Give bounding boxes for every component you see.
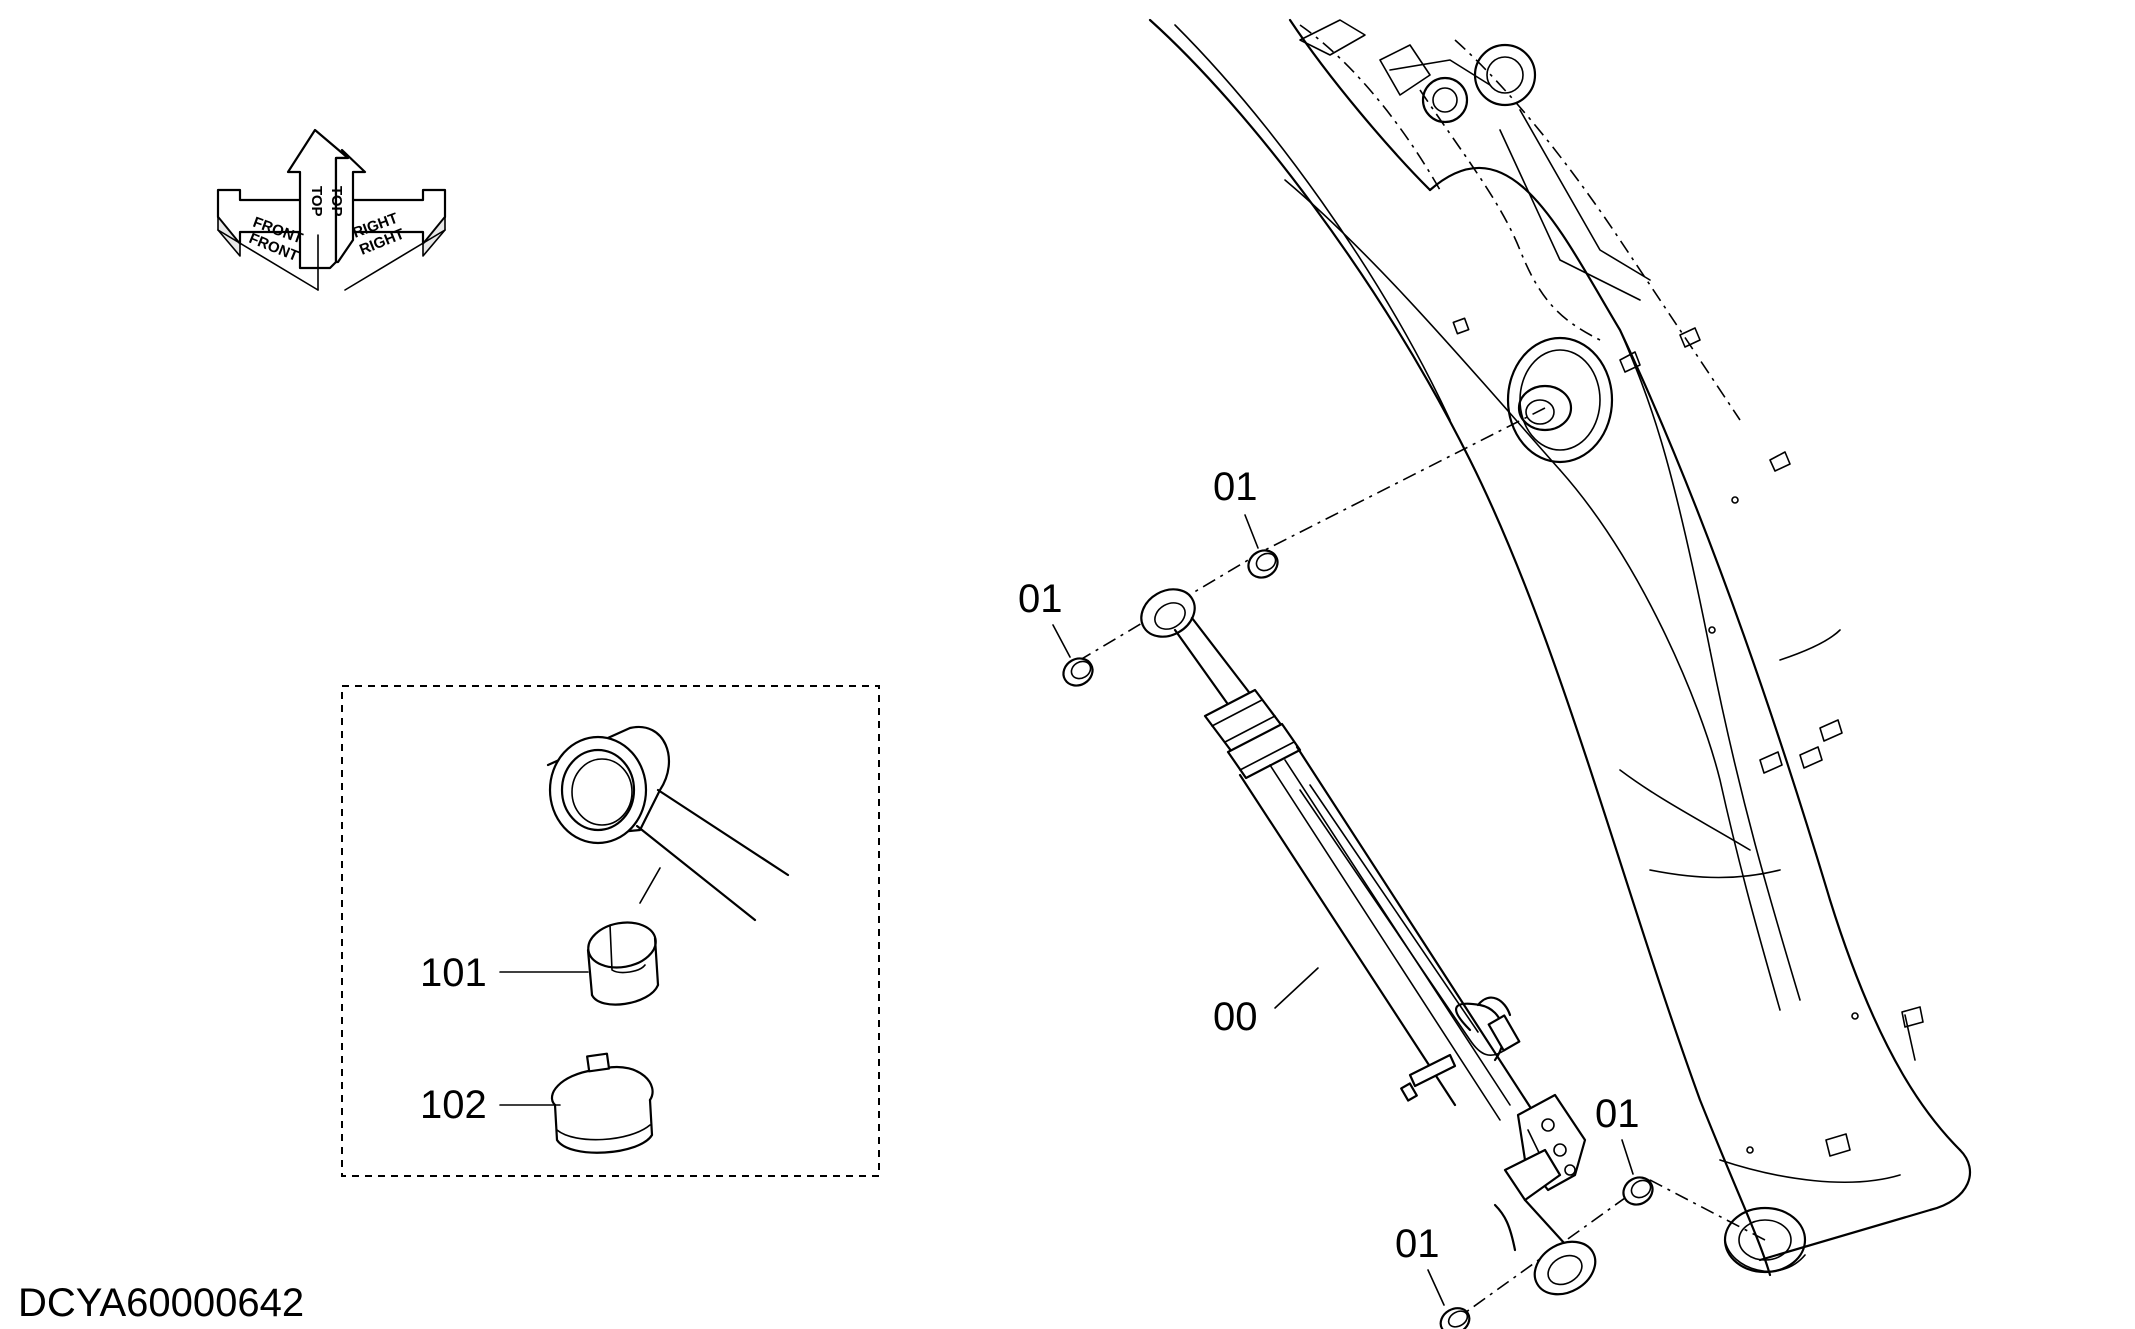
callout-bushing-top-right: 01 [1213, 465, 1258, 509]
callout-cylinder: 00 [1213, 995, 1258, 1039]
assembly-center-lines [1079, 407, 1766, 1321]
bushing-101-detail [586, 921, 660, 1006]
orientation-label-top-mirror: TOP [308, 186, 325, 217]
detail-box-border [341, 685, 880, 1177]
bushing-top-left [1062, 657, 1094, 687]
top-arrow-back [334, 148, 367, 264]
leader-lines [499, 514, 1634, 1306]
cylinder-rod-eye [1140, 588, 1196, 638]
bushing-top-right [1247, 549, 1279, 579]
callout-labels: 01 01 00 01 01 101 102 [420, 465, 1640, 1266]
boom-arm [1148, 18, 1972, 1277]
callout-ring-detail: 102 [420, 1083, 487, 1127]
boom-cylinder-mount [1506, 336, 1614, 464]
hydraulic-cylinder [1140, 588, 1597, 1296]
orientation-arrows-icon: FRONT FRONT TOP TOP RIGHT RIGHT [216, 128, 447, 291]
drawing-id: DCYA60000642 [18, 1281, 304, 1325]
bushing-bottom-left [1439, 1307, 1471, 1329]
detail-box [341, 685, 880, 1177]
callout-bushing-bottom-right: 01 [1595, 1092, 1640, 1136]
bushing-bottom-right [1622, 1176, 1654, 1206]
callout-bushing-bottom-left: 01 [1395, 1222, 1440, 1266]
cylinder-base-eye [1533, 1240, 1597, 1296]
orientation-label-top: TOP [328, 186, 345, 217]
callout-bushing-detail: 101 [420, 951, 487, 995]
callout-bushing-top-left: 01 [1018, 577, 1063, 621]
rod-eye-detail [546, 725, 790, 922]
boom-top-pin-boss [1473, 43, 1537, 107]
bushings [1062, 549, 1654, 1329]
ring-102-detail [550, 1052, 654, 1154]
